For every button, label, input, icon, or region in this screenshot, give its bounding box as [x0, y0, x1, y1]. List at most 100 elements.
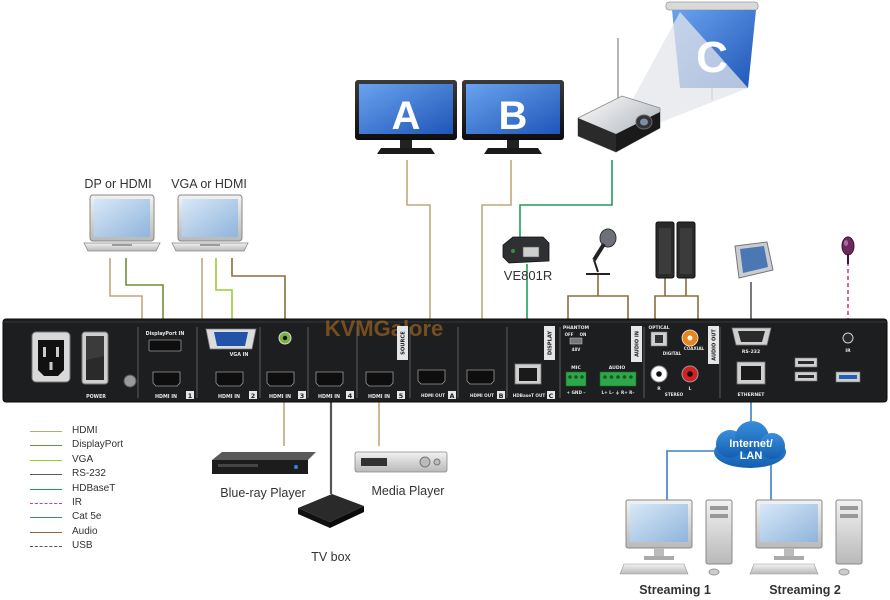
source-tab — [397, 326, 408, 360]
monitor-a-letter: A — [392, 94, 421, 138]
audio-out-tab — [708, 326, 719, 364]
legend-swatch — [30, 546, 62, 548]
cloud-label-1: Internet/ — [729, 438, 772, 450]
svg-text:PHANTOM: PHANTOM — [563, 325, 590, 331]
displayport-port — [148, 339, 182, 352]
cable-hdbaset-projector — [519, 160, 613, 238]
svg-text:OFF: OFF — [565, 332, 574, 337]
media-player — [354, 451, 448, 473]
laptop-1 — [83, 194, 161, 252]
streaming-1-label: Streaming 1 — [639, 583, 711, 597]
legend-swatch — [30, 431, 62, 432]
bluray-player — [212, 452, 316, 474]
screen-c-letter: C — [696, 33, 728, 82]
tv-box — [298, 494, 364, 528]
rs232-port — [731, 327, 772, 346]
media-player-label: Media Player — [372, 484, 445, 498]
out-c-badge — [547, 391, 555, 399]
cloud-label-2: LAN — [740, 450, 763, 462]
monitor-b — [462, 80, 564, 154]
hdmi-out-a-label: HDMI OUT — [421, 393, 445, 398]
svg-text:IR: IR — [845, 348, 851, 354]
section-dividers — [137, 327, 721, 398]
svg-text:HDMI IN: HDMI IN — [368, 394, 390, 400]
display-tab — [544, 326, 555, 360]
power-inlet — [31, 331, 71, 383]
laptop-2-label: VGA or HDMI — [171, 177, 247, 191]
projector — [577, 95, 661, 153]
streaming-2-label: Streaming 2 — [769, 583, 841, 597]
svg-text:ETHERNET: ETHERNET — [738, 392, 766, 398]
watermark: KVMGalore — [325, 316, 444, 341]
displayport-label: DisplayPort IN — [146, 331, 185, 337]
out-a-badge — [448, 391, 456, 399]
laptop-2 — [171, 194, 249, 252]
legend-swatch — [30, 502, 62, 504]
touch-panel — [734, 241, 774, 279]
svg-text:C: C — [549, 392, 554, 400]
microphone — [586, 228, 617, 275]
svg-text:RS-232: RS-232 — [742, 349, 760, 355]
out-b-badge — [497, 391, 505, 399]
svg-text:R: R — [657, 386, 661, 392]
legend-label: Audio — [72, 525, 98, 537]
legend-item: USB — [30, 539, 190, 553]
cable-hdmi-out-b — [481, 160, 512, 368]
svg-text:4: 4 — [348, 392, 353, 400]
monitor-a — [355, 80, 457, 154]
legend-label: DisplayPort — [72, 439, 124, 451]
svg-text:MIC: MIC — [571, 365, 581, 371]
svg-text:COAXIAL: COAXIAL — [684, 346, 705, 351]
legend-item: HDBaseT — [30, 482, 190, 496]
cable-dp-laptop1 — [125, 258, 164, 341]
tv-box-label: TV box — [311, 550, 351, 564]
ethernet-port — [736, 361, 766, 385]
legend-label: USB — [72, 540, 93, 552]
speakers — [655, 221, 696, 279]
legend-swatch — [30, 474, 62, 476]
legend-label: HDBaseT — [72, 482, 116, 494]
streaming-pc-1 — [619, 499, 733, 576]
svg-text:ON: ON — [580, 332, 587, 337]
cable-hdmi-out-a — [406, 160, 431, 368]
svg-text:STEREO: STEREO — [665, 392, 684, 397]
cables — [109, 160, 849, 502]
legend-label: HDMI — [72, 425, 98, 436]
phantom-switch[interactable] — [569, 337, 583, 345]
hdmi-in-labels: HDMI IN 1 HDMI IN 2 HDMI IN 3 HDMI IN 4 … — [155, 391, 405, 400]
legend-item: Audio — [30, 525, 190, 539]
legend-item: DisplayPort — [30, 438, 190, 452]
legend-swatch — [30, 517, 62, 519]
cable-audio-mic — [567, 275, 629, 320]
internet-cloud — [714, 421, 786, 468]
power-switch[interactable] — [81, 331, 109, 385]
svg-text:L+ L– ⏚ R+ R–: L+ L– ⏚ R+ R– — [601, 389, 634, 396]
hdmi-out-ports — [417, 369, 495, 385]
power-label: POWER — [86, 394, 106, 400]
vga-label: VGA IN — [230, 352, 249, 358]
legend-item: RS-232 — [30, 467, 190, 481]
svg-text:48V: 48V — [572, 347, 582, 352]
audio-terminal — [599, 371, 637, 387]
legend-label: RS-232 — [72, 468, 106, 480]
ve801r-label: VE801R — [504, 268, 552, 283]
source-tab-label: SOURCE — [401, 331, 407, 355]
legend-label: Cat 5e — [72, 511, 102, 523]
legend-swatch — [30, 531, 62, 533]
streaming-pc-2 — [749, 499, 863, 576]
ir-sensor — [841, 236, 855, 264]
svg-text:+ GND –: + GND – — [567, 390, 586, 395]
usb-ports — [794, 357, 861, 383]
svg-text:5: 5 — [399, 392, 403, 400]
legend-item: HDMI — [30, 424, 190, 438]
svg-text:HDMI IN: HDMI IN — [318, 394, 340, 400]
legend-swatch — [30, 459, 62, 461]
hdbaset-port — [514, 363, 542, 385]
svg-text:HDMI IN: HDMI IN — [269, 394, 291, 400]
legend-swatch — [30, 445, 62, 447]
audio-in-tab-label: AUDIO IN — [635, 331, 641, 357]
hdmi-in-ports — [152, 371, 394, 387]
hdbaset-label: HDBaseT OUT — [513, 393, 546, 398]
